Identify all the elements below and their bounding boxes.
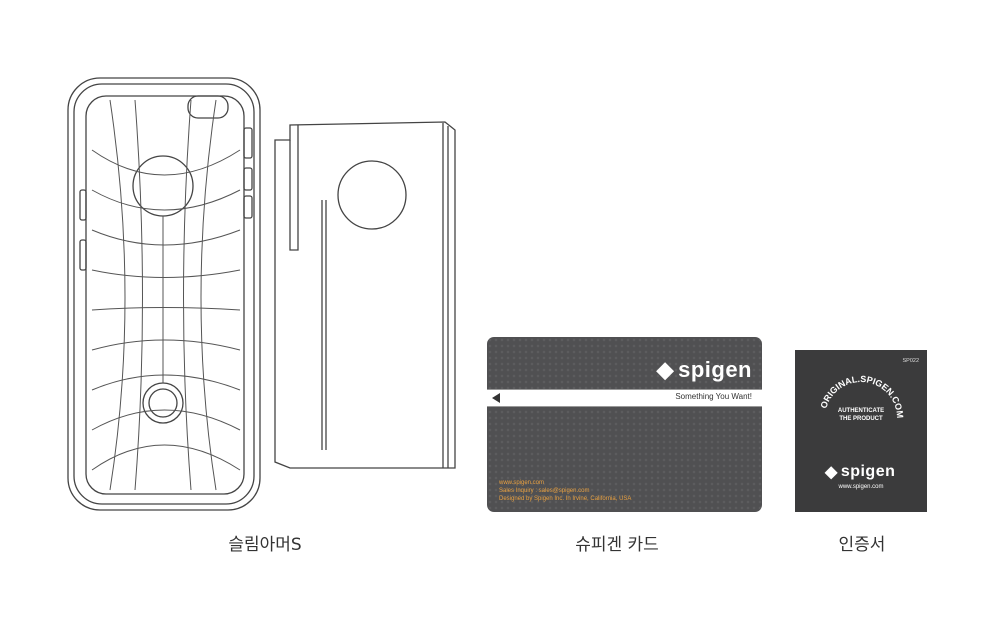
- spigen-card: ◆spigen Something You Want! www.spigen.c…: [487, 337, 762, 512]
- card-slogan: Something You Want!: [675, 392, 752, 401]
- case-web-pattern: [91, 99, 241, 491]
- card-band: Something You Want!: [487, 389, 762, 407]
- cert-line2: THE PRODUCT: [839, 416, 883, 422]
- spigen-logo-icon: ◆: [825, 464, 838, 481]
- cert-seal: ORIGINAL.SPIGEN.COM: [818, 374, 905, 419]
- certificate: SP022 ORIGINAL.SPIGEN.COM AUTHENTICATE T…: [795, 350, 927, 512]
- cert-code: SP022: [902, 358, 919, 364]
- cert-logo: ◆spigen: [825, 462, 895, 482]
- slim-armor-case-illustration: [67, 77, 456, 511]
- cert-line1: AUTHENTICATE: [837, 408, 885, 414]
- label-spigen-card: 슈피겐 카드: [575, 535, 659, 555]
- label-certificate: 인증서: [838, 535, 886, 555]
- cert-center: AUTHENTICATE THE PRODUCT: [795, 407, 927, 423]
- back-plate: [274, 121, 456, 469]
- card-website: www.spigen.com: [499, 480, 545, 486]
- card-sales: Sales Inquiry : sales@spigen.com: [499, 488, 590, 494]
- cert-brand: spigen: [840, 463, 896, 480]
- case-body: [67, 77, 261, 511]
- cert-website: www.spigen.com: [838, 484, 884, 490]
- label-slim-armor: 슬림아머S: [228, 535, 302, 555]
- card-logo: ◆spigen: [657, 357, 752, 383]
- card-designed: Designed by Spigen Inc. In Irvine, Calif…: [499, 496, 632, 502]
- card-brand: spigen: [678, 357, 752, 382]
- triangle-left-icon: [492, 393, 500, 403]
- spigen-logo-icon: ◆: [656, 357, 675, 382]
